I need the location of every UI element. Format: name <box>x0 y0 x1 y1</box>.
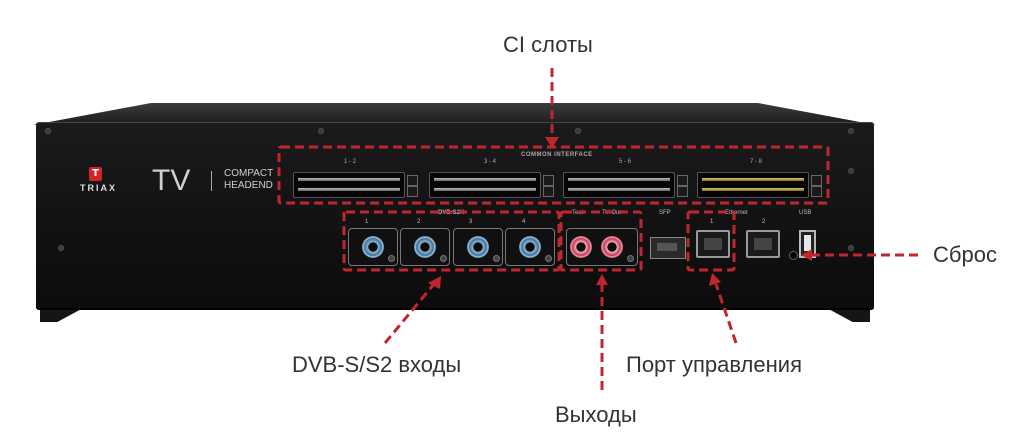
status-led-icon <box>388 255 395 262</box>
screw-icon <box>848 128 854 134</box>
eject-button[interactable] <box>407 175 418 186</box>
reset-button[interactable] <box>789 251 798 260</box>
f-connector-icon <box>414 236 436 258</box>
screw-icon <box>58 245 64 251</box>
dvb-port-label: 3 <box>469 219 473 225</box>
eth-port-label: 2 <box>762 219 766 225</box>
dvb-input-4[interactable] <box>505 228 555 266</box>
device-top-panel <box>33 103 876 125</box>
arrow-head-icon <box>709 273 721 286</box>
eth-port-label: 1 <box>710 219 714 225</box>
ci-section-label: COMMON INTERFACE <box>521 152 593 158</box>
mgmt-port-highlight-box <box>686 210 736 272</box>
sfp-label: SFP <box>659 210 671 216</box>
sfp-port[interactable] <box>650 237 686 259</box>
product-separator <box>211 171 212 191</box>
mgmt-arrow-line <box>714 283 738 344</box>
ci-slots-highlight-box <box>277 145 830 205</box>
status-led-icon <box>627 255 634 262</box>
eject-button[interactable] <box>811 186 822 197</box>
screw-icon <box>45 128 51 134</box>
status-led-icon <box>545 255 552 262</box>
ci-slot-label: 7 - 8 <box>750 159 763 165</box>
screw-icon <box>318 128 324 134</box>
dvb-port-label: 1 <box>365 219 369 225</box>
dvb-input-2[interactable] <box>400 228 450 266</box>
f-connector-icon <box>467 236 489 258</box>
screw-icon <box>848 168 854 174</box>
dvb-inputs-highlight-box <box>342 210 561 272</box>
ci-slot-label: 1 - 2 <box>344 159 357 165</box>
ci-slot-3-4[interactable] <box>429 172 554 198</box>
status-led-icon <box>493 255 500 262</box>
eject-button[interactable] <box>677 175 688 186</box>
reset-callout: Сброс <box>933 242 997 267</box>
dvb-input-1[interactable] <box>348 228 398 266</box>
eject-button[interactable] <box>407 186 418 197</box>
ci-slot-label: 5 - 6 <box>619 159 632 165</box>
dvb-input-3[interactable] <box>453 228 503 266</box>
ci-slots-callout: CI слоты <box>503 32 593 57</box>
brand-name: TRIAX <box>80 183 117 193</box>
eject-button[interactable] <box>543 175 554 186</box>
dvb-arrow-line <box>383 283 436 344</box>
outputs-highlight-box <box>559 210 643 272</box>
mgmt-port-callout: Порт управления <box>626 352 802 377</box>
ci-slot-5-6[interactable] <box>563 172 688 198</box>
arrow-head-icon <box>545 137 559 148</box>
dvb-inputs-callout: DVB-S/S2 входы <box>292 352 462 377</box>
test-output-connector-icon[interactable] <box>570 236 592 258</box>
eject-button[interactable] <box>811 175 822 186</box>
ci-slot-label: 3 - 4 <box>484 159 497 165</box>
dvb-port-label: 2 <box>417 219 421 225</box>
arrow-head-icon <box>801 249 812 261</box>
ethernet-label: Ethernet <box>725 210 748 216</box>
ethernet-port-1[interactable] <box>696 230 730 258</box>
ethernet-port-2[interactable] <box>746 230 780 258</box>
product-subtitle: COMPACT HEADEND <box>224 168 284 192</box>
screw-icon <box>848 245 854 251</box>
usb-label: USB <box>799 210 812 216</box>
screw-icon <box>575 128 581 134</box>
ci-slot-1-2[interactable] <box>293 172 418 198</box>
arrow-head-icon <box>428 276 441 289</box>
dvb-port-label: 4 <box>522 219 526 225</box>
tvout-connector-icon[interactable] <box>601 236 623 258</box>
eject-button[interactable] <box>677 186 688 197</box>
outputs-callout: Выходы <box>555 402 637 427</box>
f-connector-icon <box>362 236 384 258</box>
f-connector-icon <box>519 236 541 258</box>
arrow-head-icon <box>596 274 608 285</box>
triax-logo-icon: T <box>89 167 102 181</box>
output-plate <box>566 228 638 266</box>
product-name: TV <box>152 164 191 197</box>
product-line-2: HEADEND <box>224 180 273 191</box>
status-led-icon <box>440 255 447 262</box>
ci-slot-7-8[interactable] <box>697 172 822 198</box>
product-line-1: COMPACT <box>224 168 274 179</box>
eject-button[interactable] <box>543 186 554 197</box>
